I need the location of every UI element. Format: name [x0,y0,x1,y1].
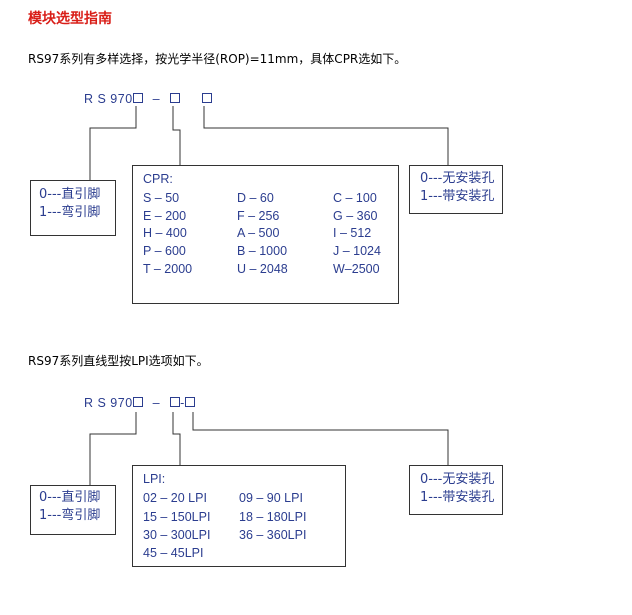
code-dash: - [180,396,185,410]
mount-option-with: 1---带安装孔 [420,490,495,505]
cpr-item: F – 256 [237,209,280,223]
cpr-item: J – 1024 [333,244,381,258]
cpr-options-box: CPR: S – 50 D – 60 C – 100 E – 200 F – 2… [132,165,399,304]
mount-option-square [184,397,195,407]
cpr-option-square [170,93,181,103]
code-dash: – [152,396,161,410]
cpr-item: C – 100 [333,191,377,205]
cpr-item: E – 200 [143,209,187,223]
pin-option-bent: 1---弯引脚 [39,205,101,220]
cpr-item: G – 360 [333,209,378,223]
cpr-item: H – 400 [143,226,187,240]
lpi-item: 30 – 300LPI [143,528,211,542]
section1-intro: RS97系列有多样选择，按光学半径(ROP)=11mm，具体CPR选如下。 [28,52,407,66]
cpr-item: A – 500 [237,226,280,240]
cpr-item: B – 1000 [237,244,288,258]
pin-type-box: 0---直引脚 1---弯引脚 [30,485,116,535]
lpi-item: 02 – 20 LPI [143,491,207,505]
cpr-item: S – 50 [143,191,180,205]
mount-hole-box: 0---无安装孔 1---带安装孔 [409,165,503,214]
lpi-item: 15 – 150LPI [143,510,211,524]
lpi-item: 18 – 180LPI [239,510,307,524]
mount-option-square [202,93,213,103]
model-prefix: R S 970 [84,396,133,410]
mount-hole-box: 0---无安装孔 1---带安装孔 [409,465,503,515]
pin-type-box: 0---直引脚 1---弯引脚 [30,180,116,236]
mount-option-none: 0---无安装孔 [420,171,495,186]
pin-option-square [132,397,143,407]
cpr-label: CPR: [143,172,173,186]
pin-option-straight: 0---直引脚 [39,490,101,505]
lpi-label: LPI: [143,472,166,486]
lpi-item: 36 – 360LPI [239,528,307,542]
cpr-item: D – 60 [237,191,274,205]
mount-option-none: 0---无安装孔 [420,472,495,487]
lpi-item: 09 – 90 LPI [239,491,303,505]
code-dash: – [152,92,161,106]
cpr-item: T – 2000 [143,262,193,276]
cpr-item: I – 512 [333,226,372,240]
model-prefix: R S 970 [84,92,133,106]
section2-intro: RS97系列直线型按LPI选项如下。 [28,354,209,368]
cpr-item: W–2500 [333,262,380,276]
lpi-item: 45 – 45LPI [143,546,204,560]
lpi-option-square [170,397,181,407]
section1-model-code: R S 970 – [84,92,213,106]
cpr-item: P – 600 [143,244,186,258]
pin-option-square [132,93,143,103]
mount-option-with: 1---带安装孔 [420,189,495,204]
section2-model-code: R S 970 – - [84,396,195,410]
pin-option-bent: 1---弯引脚 [39,508,101,523]
pin-option-straight: 0---直引脚 [39,187,101,202]
cpr-item: U – 2048 [237,262,288,276]
page-title: 模块选型指南 [28,11,112,27]
lpi-options-box: LPI: 02 – 20 LPI 09 – 90 LPI 15 – 150LPI… [132,465,346,567]
